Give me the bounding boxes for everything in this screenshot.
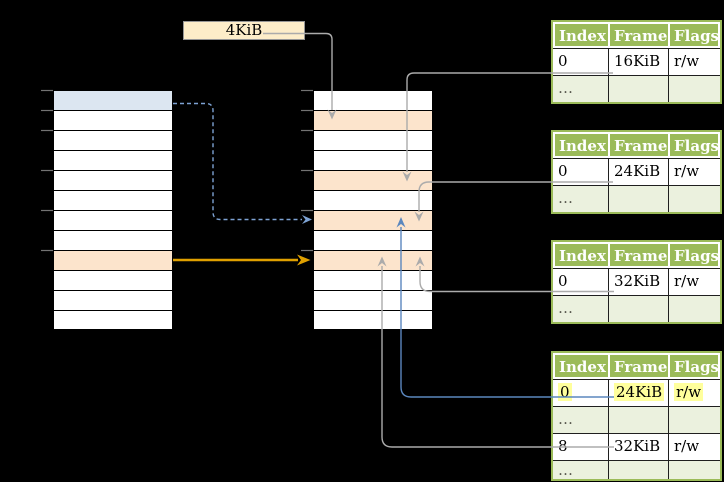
table-row: … [553,406,720,433]
physical-address-ticks [301,89,313,252]
table-row: 8 32KiB r/w [553,433,720,460]
virtual-page-row [54,231,172,251]
virtual-page-row [54,91,172,111]
cell-index: 0 [553,158,608,185]
arrow-virtual-page-to-frame-orange [173,254,311,266]
col-header-flags: Flags [668,132,720,158]
table-row: 0 16KiB r/w [553,48,720,75]
physical-frame-row [314,291,432,311]
page-table-24kib: Index Frame Flags 0 24KiB r/w … [551,130,722,214]
cell-frame [608,185,668,212]
cell-frame [608,295,668,322]
physical-frame-row [314,111,432,131]
cell-index: … [553,185,608,212]
cell-index: … [553,406,608,433]
cell-index: … [553,295,608,322]
virtual-page-row [54,111,172,131]
cell-frame: 32KiB [608,433,668,460]
table-row: 0 32KiB r/w [553,268,720,295]
table-header-row: Index Frame Flags [553,353,720,379]
table-row: … [553,75,720,102]
highlight-mark: r/w [674,383,704,401]
col-header-frame: Frame [608,132,668,158]
virtual-memory-table [53,90,173,330]
col-header-index: Index [553,353,608,379]
cell-frame: 24KiB [608,379,668,406]
cell-flags [668,406,720,433]
table-row: … [553,460,720,479]
cell-flags: r/w [668,433,720,460]
cell-index: 0 [553,48,608,75]
col-header-index: Index [553,242,608,268]
cell-flags: r/w [668,158,720,185]
cell-flags: r/w [668,379,720,406]
page-table-16kib: Index Frame Flags 0 16KiB r/w … [551,20,722,104]
table-header-row: Index Frame Flags [553,22,720,48]
cell-frame [608,460,668,479]
arrow-virtual-page-translation-dashed [173,102,312,224]
virtual-page-row [54,171,172,191]
cell-flags: r/w [668,268,720,295]
cell-index: … [553,460,608,479]
col-header-flags: Flags [668,353,720,379]
col-header-frame: Frame [608,353,668,379]
col-header-index: Index [553,132,608,158]
table-row: … [553,185,720,212]
table-header-row: Index Frame Flags [553,242,720,268]
virtual-page-row [54,271,172,291]
col-header-frame: Frame [608,22,668,48]
physical-frame-row [314,231,432,251]
physical-frame-row [314,151,432,171]
table-row-highlighted: 0 24KiB r/w [553,379,720,406]
virtual-page-row [54,151,172,171]
physical-frame-row [314,131,432,151]
highlight-mark: 0 [558,383,572,401]
cell-frame: 32KiB [608,268,668,295]
virtual-page-row [54,131,172,151]
cell-flags: r/w [668,48,720,75]
col-header-flags: Flags [668,22,720,48]
cell-index: 0 [553,268,608,295]
physical-frame-row [314,171,432,191]
virtual-page-row [54,251,172,271]
page-table-level1: Index Frame Flags 0 24KiB r/w … 8 32KiB … [551,351,722,481]
table-header-row: Index Frame Flags [553,132,720,158]
cell-frame [608,75,668,102]
col-header-index: Index [553,22,608,48]
cell-flags [668,295,720,322]
physical-frame-row [314,271,432,291]
physical-frame-row [314,91,432,111]
virtual-address-ticks [41,89,53,252]
cell-flags [668,185,720,212]
cell-index: … [553,75,608,102]
cell-frame: 16KiB [608,48,668,75]
virtual-page-row [54,291,172,311]
physical-memory-table [313,90,433,330]
cell-frame: 24KiB [608,158,668,185]
cell-flags [668,460,720,479]
virtual-page-row [54,211,172,231]
cell-index: 8 [553,433,608,460]
physical-frame-row [314,191,432,211]
frame-size-label: 4KiB [183,21,305,40]
highlight-mark: 24KiB [614,383,665,401]
cell-flags [668,75,720,102]
virtual-page-row [54,191,172,211]
table-row: … [553,295,720,322]
virtual-page-row [54,311,172,329]
cell-frame [608,406,668,433]
table-row: 0 24KiB r/w [553,158,720,185]
physical-frame-row [314,311,432,329]
physical-frame-row [314,211,432,231]
col-header-frame: Frame [608,242,668,268]
physical-frame-row [314,251,432,271]
page-table-32kib: Index Frame Flags 0 32KiB r/w … [551,240,722,324]
col-header-flags: Flags [668,242,720,268]
cell-index: 0 [553,379,608,406]
